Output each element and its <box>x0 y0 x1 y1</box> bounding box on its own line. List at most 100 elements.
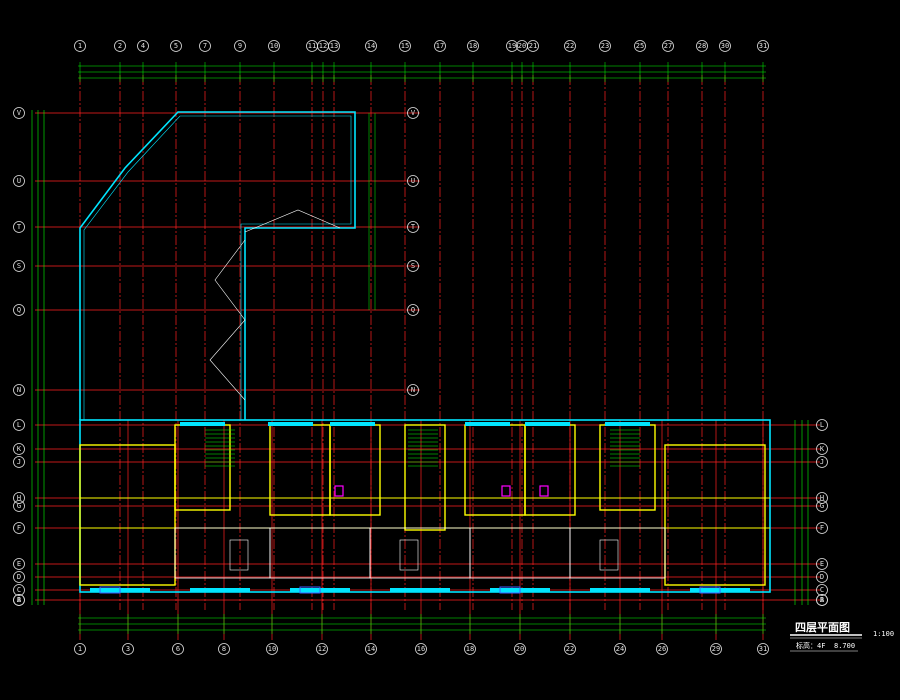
axis-bubble-right: L <box>816 419 828 431</box>
axis-bubble-label: 4 <box>141 42 145 50</box>
axis-bubble-circle <box>13 571 25 583</box>
axis-bubble-circle <box>234 40 246 52</box>
fixture <box>229 539 249 571</box>
axis-bubble-top: 4 <box>137 40 149 52</box>
fixture <box>334 485 344 497</box>
axis-bubble-right: F <box>816 522 828 534</box>
axis-bubble-circle <box>13 500 25 512</box>
axis-bubble-left: T <box>13 221 25 233</box>
axis-bubble-circle <box>74 643 86 655</box>
axis-bubble-circle <box>407 304 419 316</box>
axis-bubble-label: 20 <box>518 42 526 50</box>
axis-bubble-right: K <box>816 443 828 455</box>
axis-bubble-circle <box>13 384 25 396</box>
axis-bubble-label: G <box>17 502 21 510</box>
axis-bubble-label: 21 <box>529 42 537 50</box>
title-block: 四层平面图 1:100 标高：4F 8.700 <box>790 621 894 652</box>
axis-bubble-circle <box>757 40 769 52</box>
axis-bubble-right: G <box>816 500 828 512</box>
fixture <box>399 539 419 571</box>
fixture <box>501 485 511 497</box>
wall-segment <box>268 422 313 426</box>
axis-bubble-label: 1 <box>78 645 82 653</box>
building-walls <box>79 111 771 594</box>
axis-bubble-circle <box>816 443 828 455</box>
wall-segment <box>525 422 570 426</box>
axis-bubble-top: 14 <box>365 40 377 52</box>
axis-bubble-label: 22 <box>566 42 574 50</box>
axis-bubble-circle <box>662 40 674 52</box>
axis-bubble-label: 17 <box>436 42 444 50</box>
axis-bubble-top: 10 <box>268 40 280 52</box>
axis-bubble-label: 31 <box>759 645 767 653</box>
axis-bubble-left: D <box>13 571 25 583</box>
axis-bubble-circle <box>172 643 184 655</box>
axis-bubble-label: A <box>820 596 825 604</box>
axis-bubble-left: K <box>13 443 25 455</box>
axis-bubble-circle <box>816 558 828 570</box>
axis-bubble-top: 19 <box>506 40 518 52</box>
axis-bubble-label: 18 <box>469 42 477 50</box>
axis-bubble-label: V <box>411 109 416 117</box>
drawing-title: 四层平面图 <box>795 621 850 634</box>
axis-bubble-top: 20 <box>516 40 528 52</box>
axis-bubble-label: A <box>17 596 22 604</box>
axis-bubble-label: L <box>17 421 21 429</box>
plaza-outline-inner <box>83 115 352 420</box>
axis-bubble-circle <box>114 40 126 52</box>
axis-bubble-label: Q <box>17 306 21 314</box>
axis-bubble-right: H <box>816 492 828 504</box>
axis-bubble-left: S <box>13 260 25 272</box>
axis-bubble-top: 31 <box>757 40 769 52</box>
axis-bubble-top: 5 <box>170 40 182 52</box>
axis-bubble-label: 26 <box>658 645 666 653</box>
axis-bubble-top: 15 <box>399 40 411 52</box>
axis-bubble-right: D <box>816 571 828 583</box>
axis-bubble-circle <box>407 260 419 272</box>
axis-bubble-label: S <box>17 262 21 270</box>
axis-bubble-label: 12 <box>319 42 327 50</box>
axis-bubble-circle <box>266 643 278 655</box>
axis-bubble-label: F <box>17 524 21 532</box>
axis-bubble-top: 18 <box>467 40 479 52</box>
axis-bubble-label: G <box>820 502 824 510</box>
axis-bubble-circle <box>13 419 25 431</box>
axis-bubble-top: 21 <box>527 40 539 52</box>
axis-bubble-top: 27 <box>662 40 674 52</box>
axis-bubble-label: T <box>411 223 416 231</box>
axis-bubble-circle <box>719 40 731 52</box>
slope-line <box>209 239 246 401</box>
axis-bubble-top: 25 <box>634 40 646 52</box>
axis-bubble-circle <box>268 40 280 52</box>
axis-bubble-label: 12 <box>318 645 326 653</box>
axis-bubble-circle <box>13 175 25 187</box>
axis-bubble-circle <box>599 40 611 52</box>
axis-bubble-left: F <box>13 522 25 534</box>
axis-bubble-top: 1 <box>74 40 86 52</box>
axis-bubble-right: E <box>816 558 828 570</box>
axis-bubble-circle <box>13 107 25 119</box>
axis-bubble-bottom: 12 <box>316 643 328 655</box>
axis-bubble-label: 6 <box>176 645 180 653</box>
elevation-label: 标高：4F <box>796 641 825 650</box>
axis-bubble-circle <box>122 643 134 655</box>
axis-bubble-label: E <box>17 560 21 568</box>
wall-segment <box>390 588 450 592</box>
axis-bubble-bottom: 6 <box>172 643 184 655</box>
axis-bubble-right: T <box>407 221 419 233</box>
wall-segment <box>465 422 510 426</box>
axis-bubble-label: B <box>820 596 824 604</box>
axis-bubble-circle <box>816 500 828 512</box>
axis-bubble-label: V <box>17 109 22 117</box>
axis-bubble-circle <box>564 40 576 52</box>
axis-bubble-circle <box>13 260 25 272</box>
axis-bubble-left: Q <box>13 304 25 316</box>
wall-segment <box>190 588 250 592</box>
drawing-scale: 1:100 <box>873 630 894 638</box>
axis-bubble-left: C <box>13 584 25 596</box>
